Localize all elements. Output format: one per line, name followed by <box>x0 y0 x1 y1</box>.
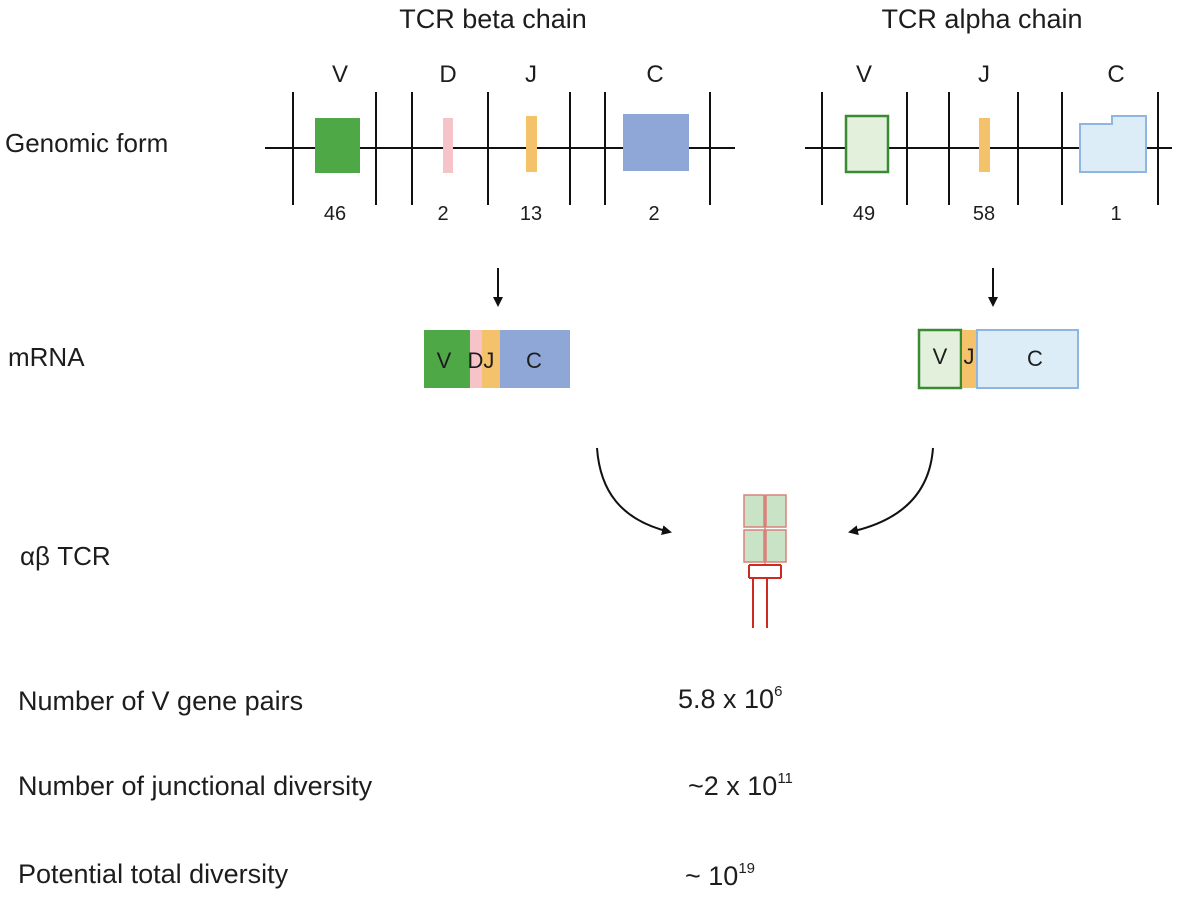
beta-mrna-c-label: C <box>526 348 542 373</box>
alpha-c-header: C <box>1107 61 1124 88</box>
beta-mrna-j <box>482 330 500 388</box>
alpha-j-segment <box>979 118 990 172</box>
alpha-j-header: J <box>978 61 990 88</box>
genomic-form-label: Genomic form <box>5 128 168 158</box>
beta-c-header: C <box>646 61 663 88</box>
beta-genomic-locus: V D J C 46 2 13 2 <box>265 61 735 225</box>
beta-v-header: V <box>332 61 348 88</box>
beta-mrna-v <box>424 330 470 388</box>
beta-d-segment <box>443 118 453 173</box>
metric-junctional-diversity-value: ~2 x 1011 <box>688 770 793 801</box>
alpha-c-segment <box>1079 115 1147 173</box>
alpha-genomic-locus: V J C 49 58 1 <box>805 61 1172 225</box>
beta-v-segment <box>315 118 360 173</box>
beta-mrna-c <box>500 330 570 388</box>
alpha-mrna: V J C <box>917 328 1079 390</box>
alpha-c-count: 1 <box>1110 203 1121 225</box>
beta-merge-arrow <box>596 447 672 535</box>
metric-v-gene-pairs-value: 5.8 x 106 <box>678 683 782 714</box>
alpha-mrna-c <box>976 329 1079 389</box>
ab-tcr-label: αβ TCR <box>20 541 111 571</box>
beta-v-count: 46 <box>324 203 346 225</box>
beta-d-count: 2 <box>437 203 448 225</box>
metric-v-gene-pairs-label: Number of V gene pairs <box>18 686 303 716</box>
metric-total-diversity-value: ~ 1019 <box>685 860 755 891</box>
beta-c-segment <box>623 114 689 171</box>
beta-mrna: V DJ C <box>424 330 570 388</box>
beta-c-count: 2 <box>648 203 659 225</box>
mrna-label: mRNA <box>8 342 85 372</box>
beta-mrna-dj-label: DJ <box>468 348 495 373</box>
beta-j-count: 13 <box>520 203 542 225</box>
ab-tcr-icon <box>743 494 787 628</box>
alpha-v-count: 49 <box>853 203 875 225</box>
alpha-mrna-j-label: J <box>964 344 975 369</box>
alpha-mrna-j <box>962 330 977 388</box>
alpha-mrna-v <box>917 328 963 390</box>
alpha-chain-header: TCR alpha chain <box>881 4 1082 34</box>
beta-j-header: J <box>525 61 537 88</box>
alpha-merge-arrow <box>848 447 934 536</box>
metrics: Number of V gene pairs 5.8 x 106 Number … <box>18 683 793 891</box>
metric-total-diversity-label: Potential total diversity <box>18 859 289 889</box>
beta-mrna-d <box>470 330 482 388</box>
alpha-mrna-c-label: C <box>1027 346 1043 371</box>
beta-chain-header: TCR beta chain <box>399 4 587 34</box>
alpha-v-header: V <box>856 61 872 88</box>
beta-d-header: D <box>439 61 456 88</box>
metric-junctional-diversity-label: Number of junctional diversity <box>18 771 373 801</box>
alpha-mrna-v-label: V <box>933 344 948 369</box>
alpha-j-count: 58 <box>973 203 995 225</box>
beta-j-segment <box>526 116 537 172</box>
beta-mrna-v-label: V <box>437 348 452 373</box>
alpha-v-segment <box>844 114 890 174</box>
